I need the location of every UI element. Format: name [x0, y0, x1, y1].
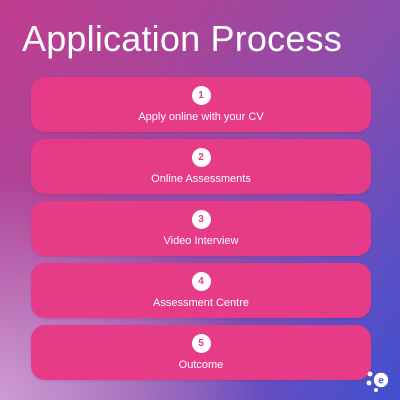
step-label: Apply online with your CV: [138, 110, 264, 123]
step-label: Assessment Centre: [153, 296, 249, 309]
process-steps: 1 Apply online with your CV 2 Online Ass…: [31, 77, 371, 380]
page-title: Application Process: [22, 18, 342, 59]
step-label: Online Assessments: [151, 172, 251, 185]
step-number-badge: 1: [191, 85, 211, 105]
step-card-3: 3 Video Interview: [31, 201, 371, 256]
step-number-badge: 5: [191, 333, 211, 353]
step-label: Video Interview: [163, 234, 239, 247]
step-card-4: 4 Assessment Centre: [31, 263, 371, 318]
step-card-2: 2 Online Assessments: [31, 139, 371, 194]
step-card-1: 1 Apply online with your CV: [31, 77, 371, 132]
step-label: Outcome: [178, 358, 224, 371]
logo-letter: e: [378, 376, 384, 387]
step-number-badge: 3: [191, 209, 211, 229]
step-number-badge: 2: [191, 147, 211, 167]
step-card-5: 5 Outcome: [31, 325, 371, 380]
step-number-badge: 4: [191, 271, 211, 291]
e-dots-logo-icon: e: [366, 371, 389, 392]
